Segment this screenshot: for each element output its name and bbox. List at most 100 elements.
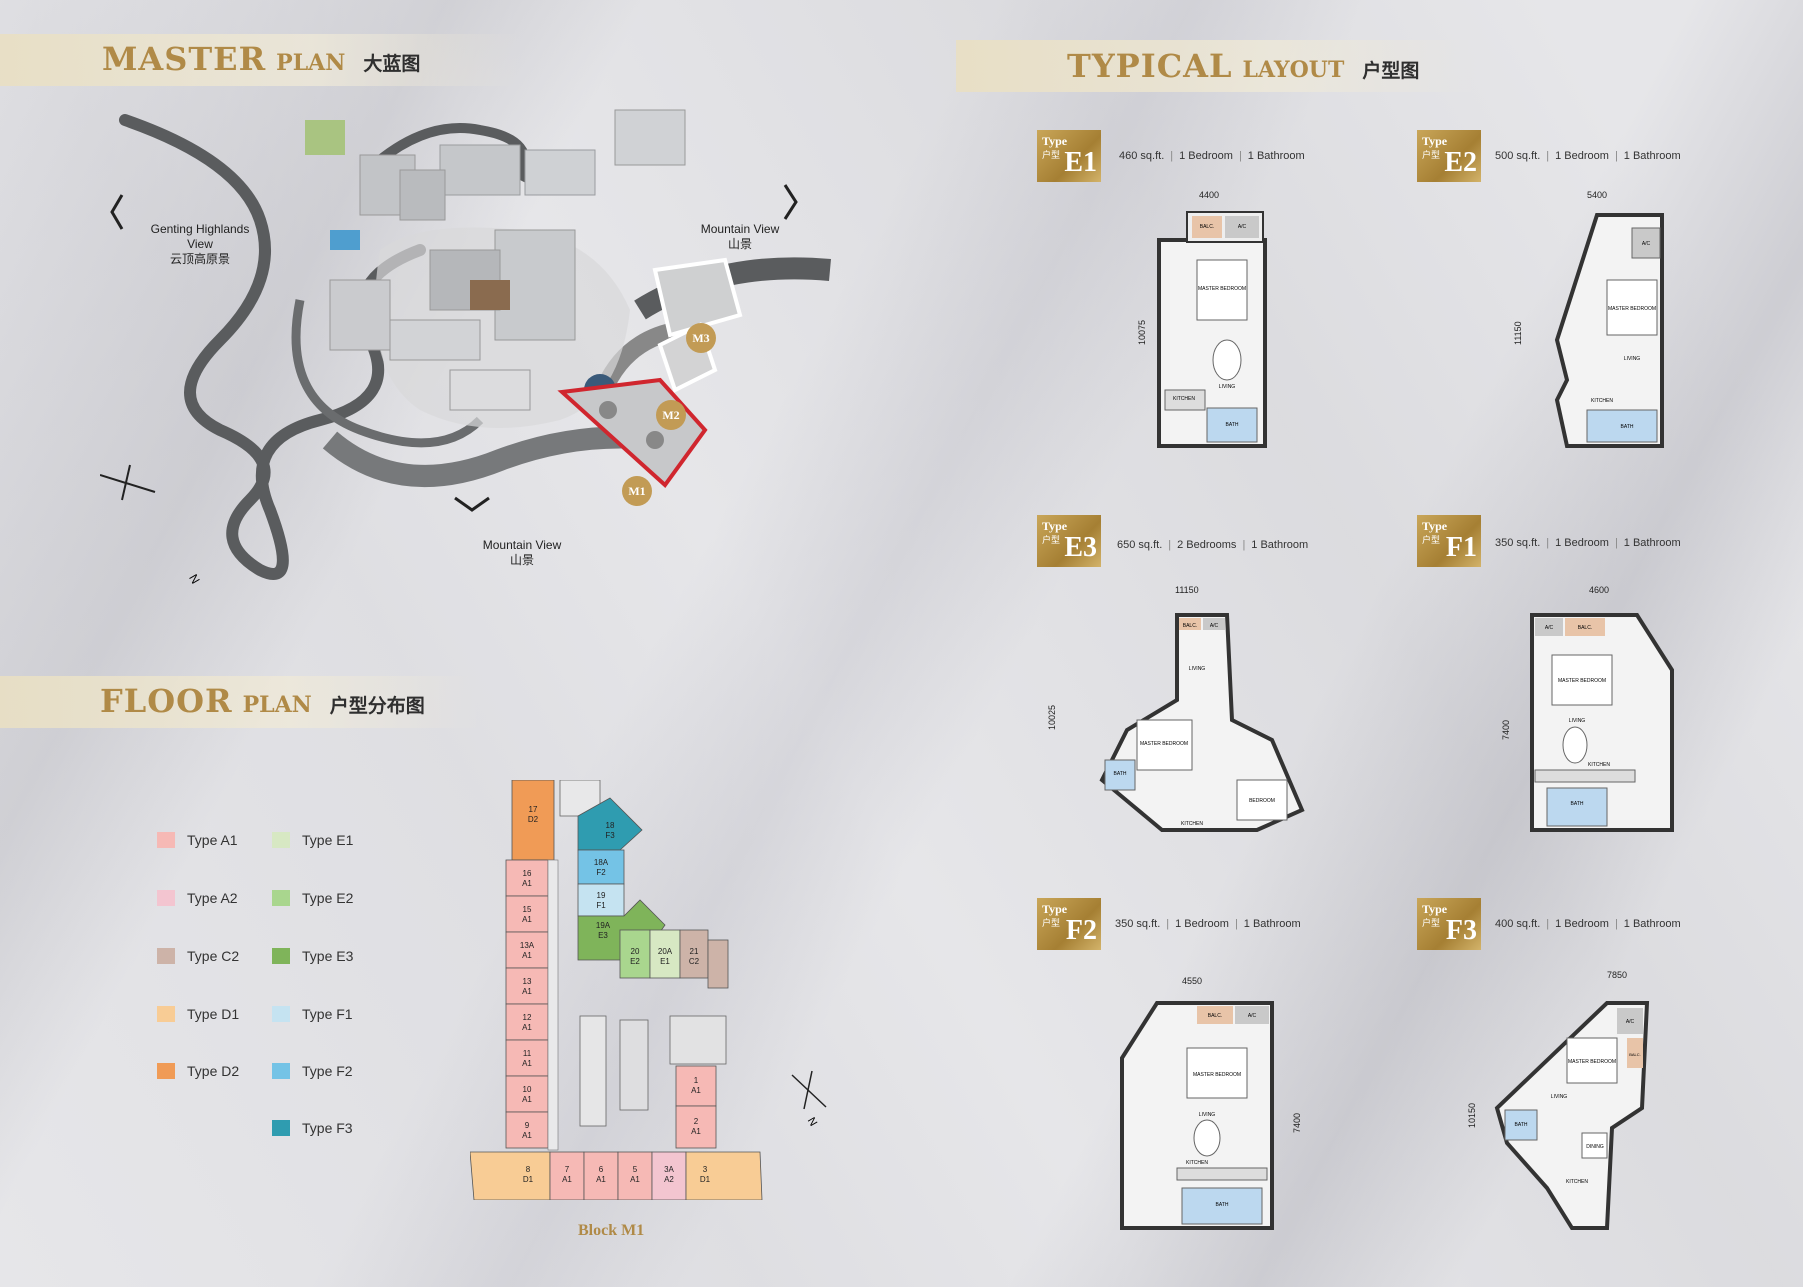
unit-label: 18: [606, 821, 615, 830]
unit-card-e3[interactable]: Type 户型 E3 650 sq.ft.|2 Bedrooms|1 Bathr…: [1037, 515, 1337, 845]
corridor: [547, 859, 559, 1151]
room-label: A/C: [1238, 224, 1247, 230]
unit-3[interactable]: [685, 1151, 763, 1200]
unit-depth-e2: 11150: [1513, 321, 1523, 345]
unit-18[interactable]: [577, 797, 643, 851]
room-label: BATH: [1571, 801, 1584, 807]
unit-width-f1: 4600: [1589, 585, 1610, 595]
unit-label: E3: [598, 931, 608, 940]
unit-5[interactable]: [617, 1151, 653, 1200]
room-label: MASTER BEDROOM: [1140, 741, 1188, 747]
unit-10[interactable]: [505, 1075, 549, 1113]
legend-type-c2: Type C2: [157, 948, 239, 964]
master-plan-heading-band: [0, 34, 520, 86]
room-label: BALC.: [1183, 623, 1197, 629]
unit-card-f3[interactable]: Type 户型 F3 400 sq.ft.|1 Bedroom|1 Bathro…: [1417, 898, 1717, 1238]
unit-card-e2[interactable]: Type 户型 E2 500 sq.ft.|1 Bedroom|1 Bathro…: [1417, 130, 1717, 460]
typical-layout-title-small: LAYOUT: [1242, 57, 1345, 83]
master-plan-title-big: MASTER: [102, 40, 267, 78]
unit-label: A1: [522, 1023, 532, 1032]
unit-label: 19A: [596, 921, 611, 930]
room-label: MASTER BEDROOM: [1608, 306, 1656, 312]
block-m1-floor-plan: 17 D2 16 A1 15 A1 13A A1 13 A1 12 A1 11 …: [470, 780, 763, 1200]
unit-label: 20A: [658, 947, 673, 956]
view-right-en: Mountain View: [700, 222, 780, 236]
floorplan-f2: MASTER BEDROOM LIVING KITCHEN BATH BALC.…: [1120, 1001, 1274, 1230]
legend-swatch: [272, 1006, 290, 1022]
unit-3a[interactable]: [651, 1151, 687, 1200]
room-label: BALC.: [1200, 224, 1214, 230]
room-label: BALC.: [1208, 1013, 1222, 1019]
marker-m2[interactable]: M2: [656, 400, 686, 430]
unit-8[interactable]: [470, 1151, 551, 1200]
unit-label: 13A: [520, 941, 535, 950]
unit-6[interactable]: [583, 1151, 619, 1200]
unit-width-f2: 4550: [1182, 976, 1203, 986]
unit-spec-f1: 350 sq.ft.|1 Bedroom|1 Bathroom: [1495, 537, 1681, 549]
unit-13[interactable]: [505, 967, 549, 1005]
unit-label: A1: [522, 951, 532, 960]
room-label: MASTER BEDROOM: [1193, 1072, 1241, 1078]
marker-m1[interactable]: M1: [622, 476, 652, 506]
room-label: KITCHEN: [1181, 821, 1203, 827]
master-plan-map: [100, 109, 831, 580]
unit-label: A1: [522, 1095, 532, 1104]
legend-swatch: [157, 890, 175, 906]
legend-type-e3: Type E3: [272, 948, 353, 964]
unit-16[interactable]: [505, 859, 549, 897]
unit-card-f1[interactable]: Type 户型 F1 350 sq.ft.|1 Bedroom|1 Bathro…: [1417, 515, 1717, 845]
legend-swatch: [272, 832, 290, 848]
room-label: KITCHEN: [1173, 396, 1195, 402]
unit-11[interactable]: [505, 1039, 549, 1077]
room-label: A/C: [1642, 241, 1651, 247]
room-label: LIVING: [1219, 384, 1236, 390]
unit-card-f2[interactable]: Type 户型 F2 350 sq.ft.|1 Bedroom|1 Bathro…: [1037, 898, 1337, 1238]
unit-13a[interactable]: [505, 931, 549, 969]
unit-label: 5: [633, 1165, 638, 1174]
unit-label: A1: [522, 1131, 532, 1140]
room-label: BEDROOM: [1249, 798, 1275, 804]
view-left-en: Genting Highlands View: [150, 222, 250, 251]
room-label: LIVING: [1624, 356, 1641, 362]
room-label: A/C: [1545, 625, 1554, 631]
marker-m3[interactable]: M3: [686, 323, 716, 353]
building: [329, 279, 391, 351]
floor-plan-title-big: FLOOR: [100, 682, 233, 720]
unit-label: 7: [565, 1165, 570, 1174]
unit-spec-e1: 460 sq.ft.|1 Bedroom|1 Bathroom: [1119, 150, 1305, 162]
unit-spec-e3: 650 sq.ft.|2 Bedrooms|1 Bathroom: [1117, 539, 1309, 551]
legend-type-e2: Type E2: [272, 890, 353, 906]
unit-card-e1[interactable]: Type 户型 E1 460 sq.ft.|1 Bedroom|1 Bathro…: [1037, 130, 1337, 460]
unit-9[interactable]: [505, 1111, 549, 1149]
unit-15[interactable]: [505, 895, 549, 933]
lift-core: [669, 1015, 727, 1065]
room-label: KITCHEN: [1186, 1160, 1208, 1166]
plot-m3: [652, 257, 743, 338]
unit-label: A1: [630, 1175, 640, 1184]
unit-label: 1: [694, 1076, 699, 1085]
room-label: KITCHEN: [1566, 1179, 1588, 1185]
floorplan-f3: MASTER BEDROOM LIVING BATH DINING KITCHE…: [1494, 1001, 1650, 1230]
unit-20[interactable]: [619, 929, 651, 979]
arrow-down-icon: [454, 496, 490, 512]
unit-label: 11: [523, 1049, 532, 1058]
unit-label: E2: [630, 957, 640, 966]
unit-label: A1: [691, 1086, 701, 1095]
legend-swatch: [272, 890, 290, 906]
room-label: LIVING: [1199, 1112, 1216, 1118]
unit-2[interactable]: [675, 1105, 717, 1149]
unit-1[interactable]: [675, 1065, 717, 1107]
unit-label: F2: [596, 868, 606, 877]
unit-12[interactable]: [505, 1003, 549, 1041]
unit-19[interactable]: [577, 883, 625, 917]
legend-swatch: [272, 948, 290, 964]
unit-20a[interactable]: [649, 929, 681, 979]
unit-17[interactable]: [511, 780, 555, 861]
unit-18a[interactable]: [577, 849, 625, 885]
unit-21[interactable]: [679, 929, 709, 979]
room-label: BATH: [1216, 1202, 1229, 1208]
legend-swatch: [157, 948, 175, 964]
unit-depth-f3: 10150: [1467, 1102, 1477, 1128]
unit-spec-f3: 400 sq.ft.|1 Bedroom|1 Bathroom: [1495, 918, 1681, 930]
unit-label: 9: [525, 1121, 530, 1130]
